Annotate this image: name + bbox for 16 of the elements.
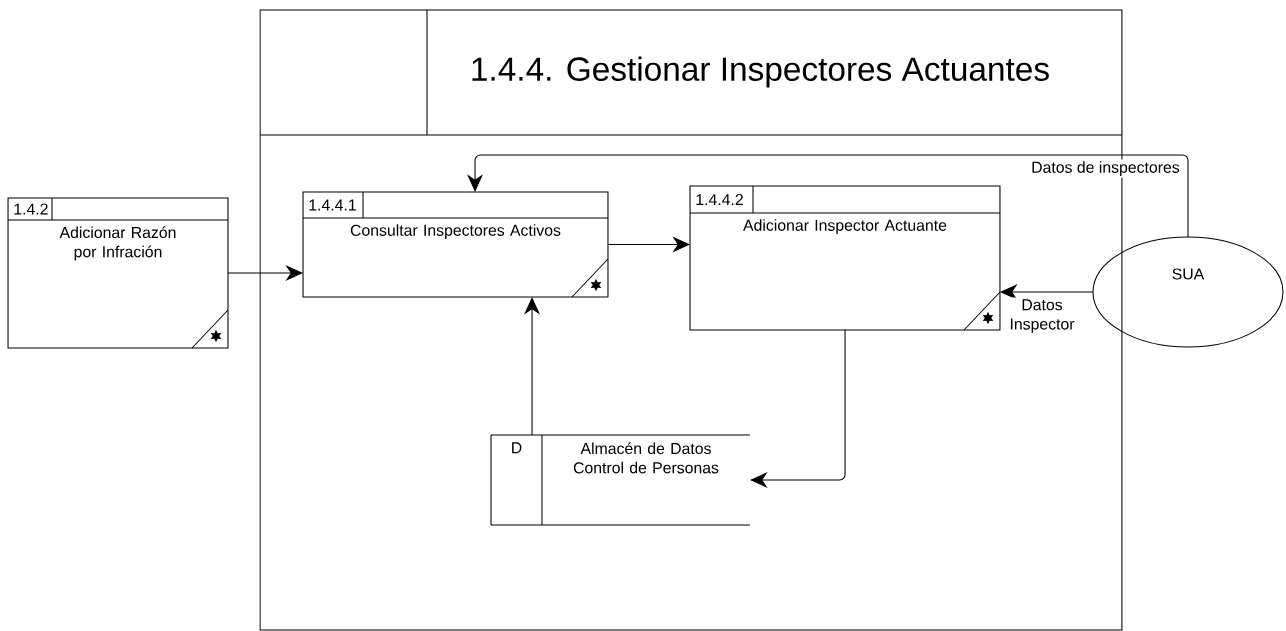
store-id: D	[512, 442, 522, 454]
arrow	[524, 297, 540, 436]
process-label: Adicionar Razón por Infración	[59, 226, 176, 261]
store-label: Almacén de Datos Control de Personas	[573, 442, 719, 474]
arrow	[750, 329, 846, 488]
edge-label: Datos de inspectores	[1029, 159, 1182, 178]
process-number: 1.4.4.1	[309, 199, 356, 211]
process-label: Adicionar Inspector Actuante	[743, 219, 947, 234]
process-number: 1.4.4.2	[696, 193, 743, 205]
process-number: 1.4.2	[14, 203, 48, 215]
frame-title: 1.4.4. Gestionar Inspectores Actuantes	[472, 56, 1049, 88]
arrow	[467, 154, 1189, 238]
edge-label: Datos Inspector	[1002, 297, 1082, 335]
entity-label: SUA	[1172, 268, 1205, 280]
process-label: Consultar Inspectores Activos	[350, 224, 561, 239]
arrow	[1000, 284, 1094, 300]
